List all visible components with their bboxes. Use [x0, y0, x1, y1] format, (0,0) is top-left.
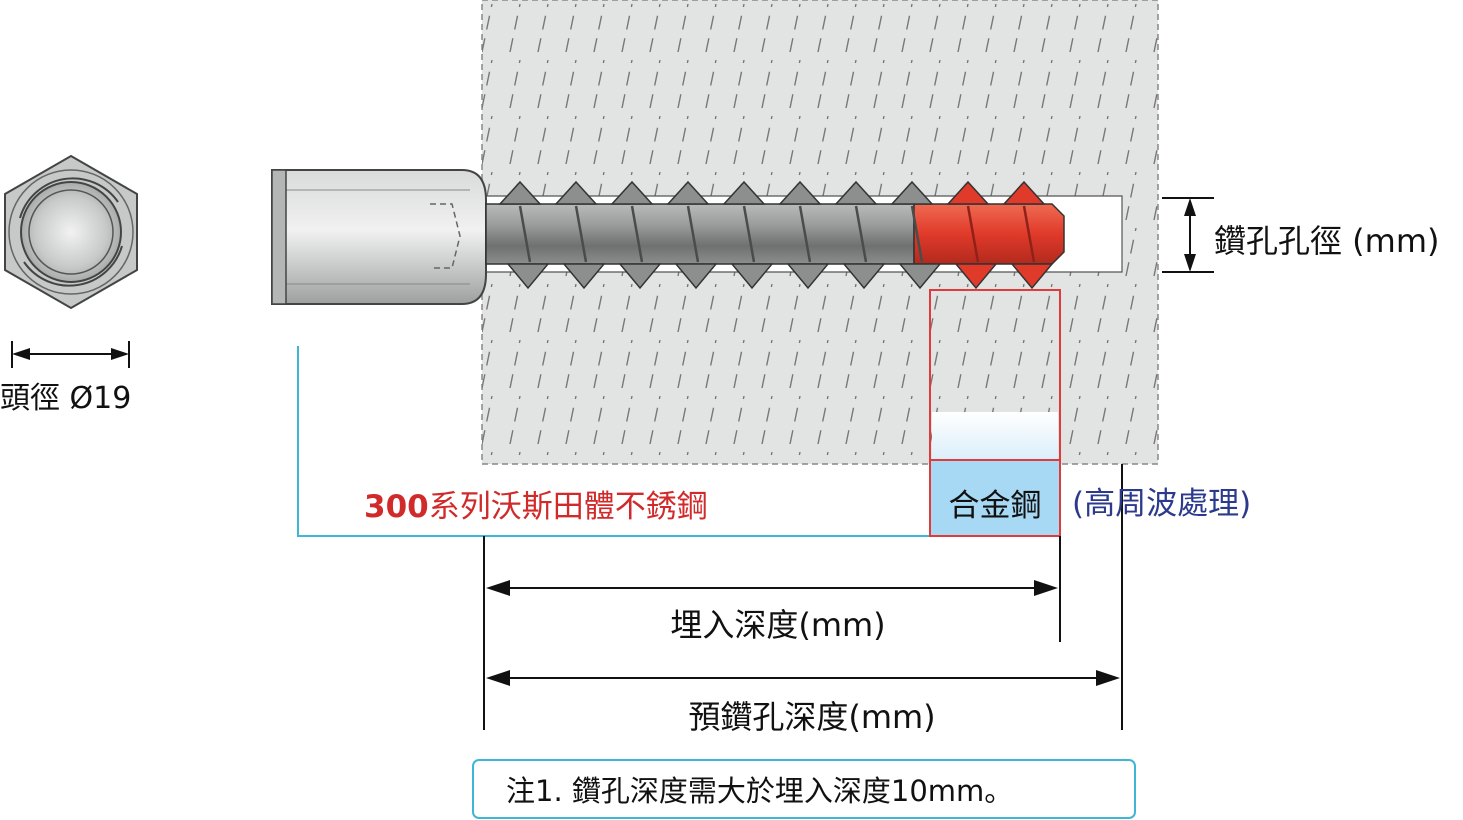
thread-helix-line [854, 205, 868, 263]
embed-depth-label: 埋入深度(mm) [670, 606, 885, 644]
drill-diameter-label: 鑽孔孔徑 (mm) [1214, 222, 1440, 260]
induction-hardening-label: (高周波處理) [1072, 486, 1251, 522]
thread-tooth-bottom [842, 263, 886, 290]
thread-tooth-top [498, 180, 542, 205]
thread-tooth-top [778, 180, 822, 205]
threaded-shank [485, 203, 915, 265]
thread-tooth-top [554, 180, 598, 205]
thread-tooth-bottom [1010, 263, 1054, 290]
head-diameter-label: 頭徑 Ø19 [0, 381, 131, 416]
thread-tooth-top [946, 180, 990, 205]
thread-tooth-bottom [562, 263, 606, 290]
thread-helix-line [742, 205, 756, 263]
bolt-head-side [271, 169, 487, 305]
alloy-steel-label: 合金鋼 [949, 488, 1042, 524]
thread-helix-line [910, 205, 924, 263]
stainless-steel-label: 300系列沃斯田體不銹鋼 [364, 489, 708, 525]
thread-tooth-bottom [954, 263, 998, 290]
predrill-depth-label: 預鑽孔深度(mm) [688, 698, 935, 736]
drill-diameter-dimension [1162, 197, 1214, 273]
thread-helix-line [574, 205, 588, 263]
thread-tooth-top [722, 180, 766, 205]
thread-tooth-bottom [506, 263, 550, 290]
thread-tooth-bottom [618, 263, 662, 290]
thread-teeth [498, 180, 1054, 290]
thread-helix-line [630, 205, 644, 263]
thread-tooth-bottom [786, 263, 830, 290]
thread-helix-line [798, 205, 812, 263]
thread-tooth-top [610, 180, 654, 205]
alloy-steel-tip [913, 203, 1065, 265]
note-text: 注1. 鑽孔深度需大於埋入深度10mm。 [506, 774, 1013, 808]
head-diameter-dimension [11, 341, 130, 368]
thread-tooth-bottom [898, 263, 942, 290]
thread-tooth-bottom [730, 263, 774, 290]
thread-tooth-bottom [674, 263, 718, 290]
thread-tooth-top [890, 180, 934, 205]
hex-bolt-head-icon [4, 154, 138, 310]
note-box [472, 759, 1136, 819]
thread-helix-line [518, 205, 532, 263]
stainless-leader-line [297, 346, 930, 537]
thread-helix-line [966, 205, 980, 263]
thread-tooth-top [1002, 180, 1046, 205]
thread-tooth-top [834, 180, 878, 205]
thread-helix-line [686, 205, 700, 263]
alloy-steel-region [929, 289, 1061, 537]
stainless-series-text: 系列沃斯田體不銹鋼 [429, 489, 708, 525]
thread-tooth-top [666, 180, 710, 205]
stainless-series-number: 300 [364, 489, 429, 525]
depth-dimensions [483, 464, 1123, 730]
thread-helix-line [1022, 205, 1036, 263]
